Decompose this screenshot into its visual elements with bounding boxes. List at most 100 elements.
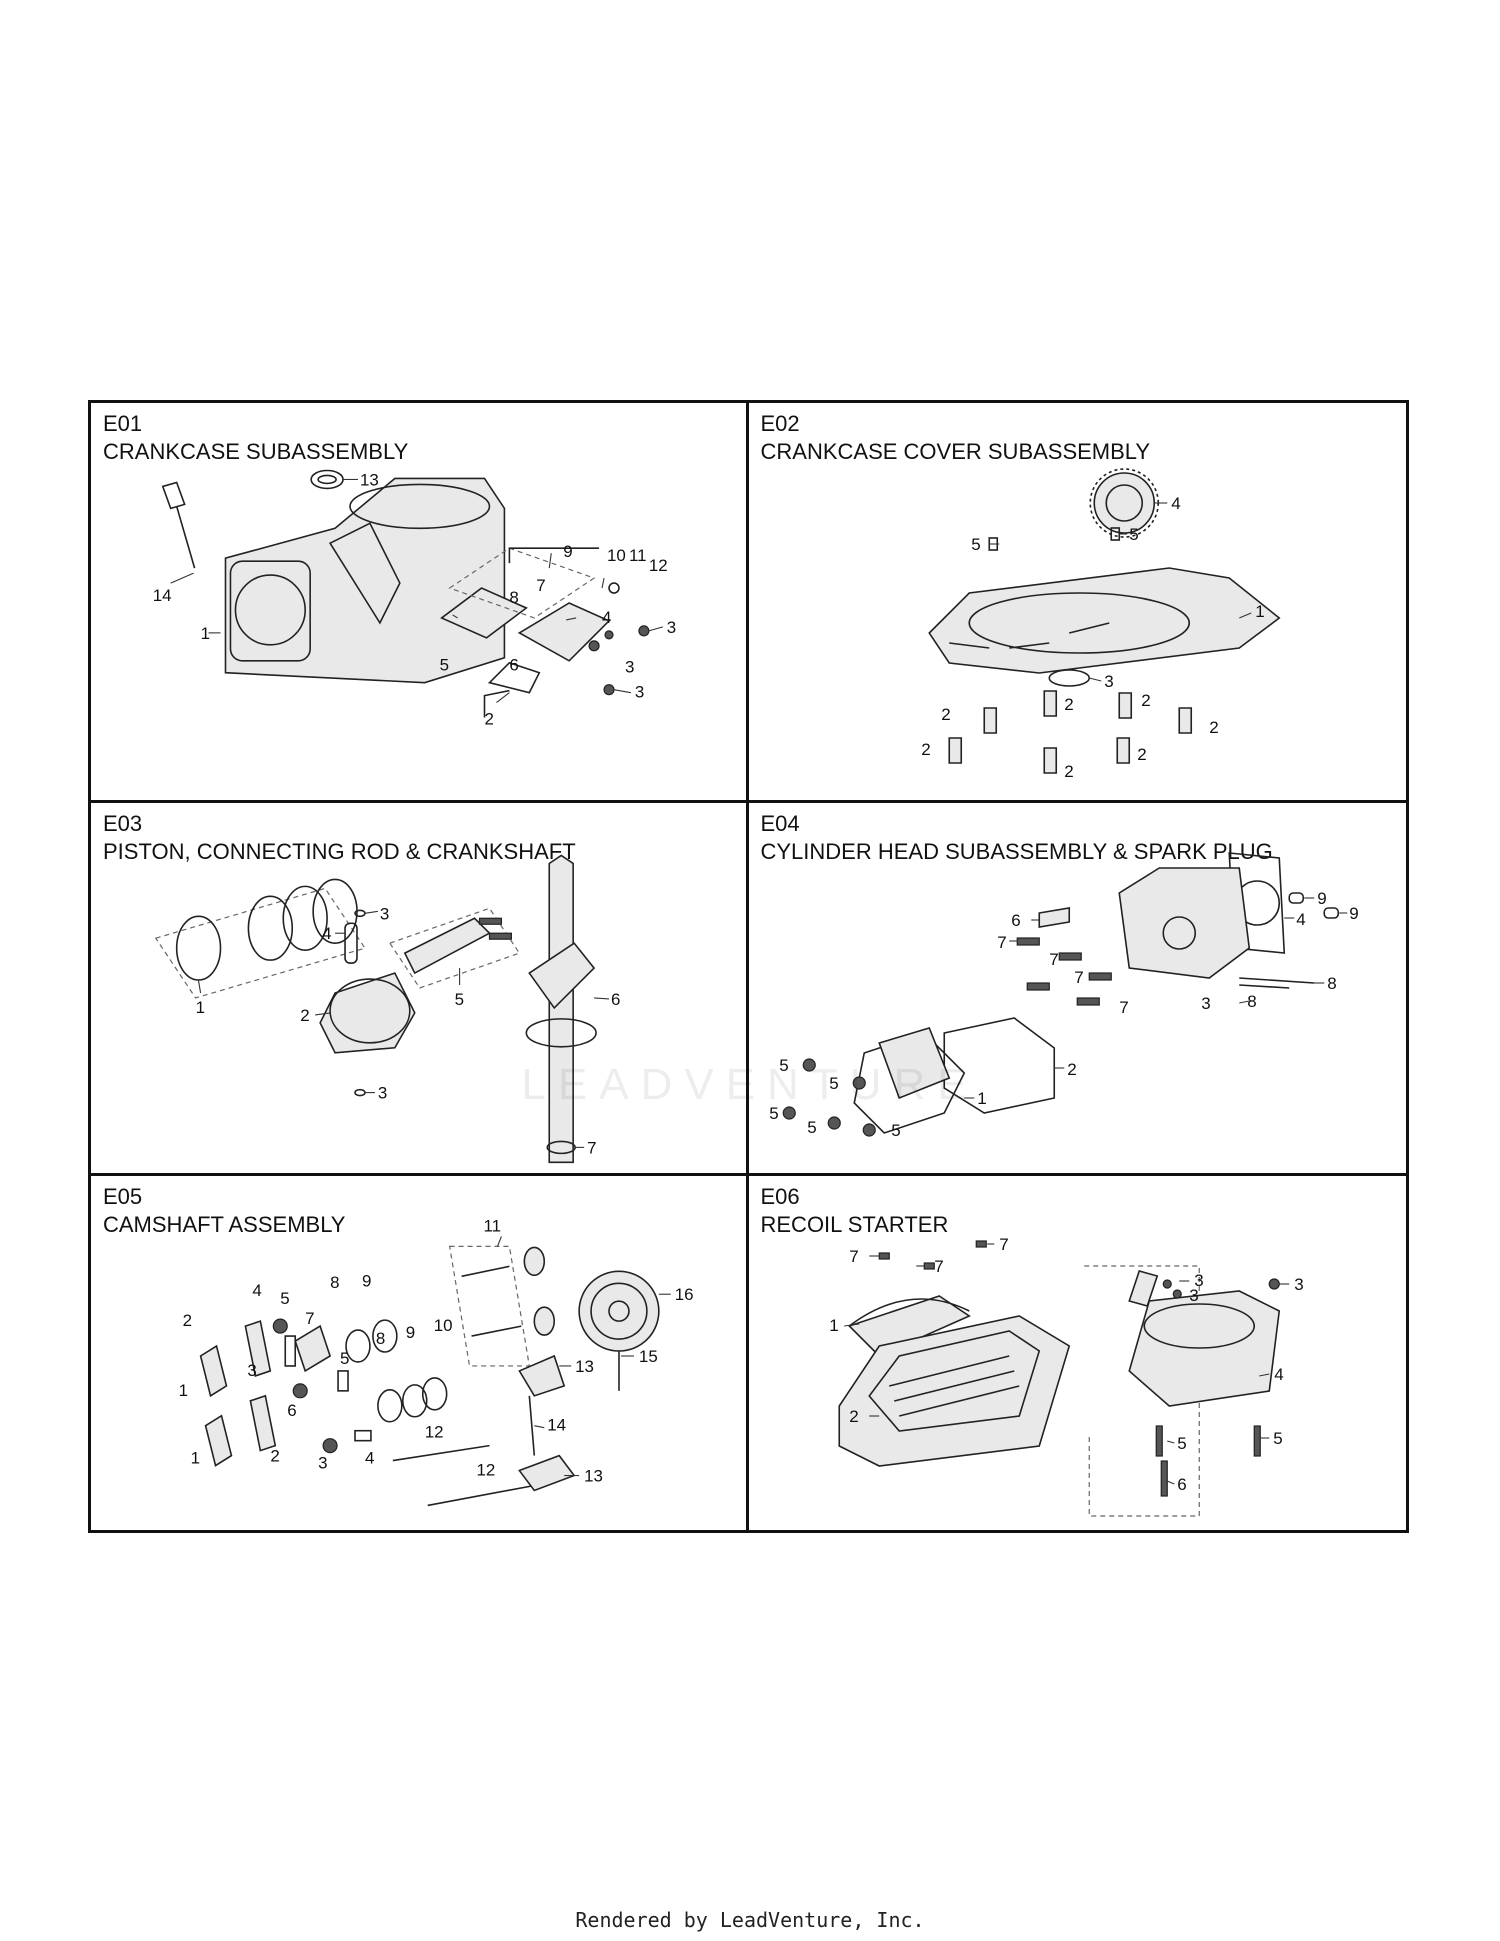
- callout: 1: [977, 1089, 986, 1108]
- callout: 2: [1137, 745, 1146, 764]
- callout: 14: [547, 1416, 566, 1435]
- callout: 9: [362, 1271, 371, 1290]
- crankcase-cover-illustration: 4 5 5 1 3 2 2 2 2 2 2 2: [921, 468, 1281, 781]
- section-title: CYLINDER HEAD SUBASSEMBLY & SPARK PLUG: [760, 839, 1273, 864]
- callout: 2: [1141, 691, 1150, 710]
- callout: 12: [649, 556, 668, 575]
- callout: 1: [829, 1316, 838, 1335]
- section-title: RECOIL STARTER: [760, 1212, 949, 1237]
- callout: 8: [1247, 992, 1256, 1011]
- callout: 4: [1171, 494, 1180, 513]
- callout: 7: [305, 1309, 314, 1328]
- callout: 3: [667, 618, 676, 637]
- watermark: LEADVENTURE: [521, 1060, 979, 1109]
- callout: 5: [829, 1074, 838, 1093]
- callout: 3: [1201, 994, 1210, 1013]
- callout: 5: [807, 1118, 816, 1137]
- callout: 3: [625, 658, 634, 677]
- section-e03: E03 PISTON, CONNECTING ROD & CRANKSHAFT: [91, 803, 749, 1176]
- piston-crankshaft-illustration: 1 3 4 2 5 6 3 7: [154, 854, 620, 1164]
- callout: 5: [779, 1056, 788, 1075]
- callout: 4: [322, 924, 331, 943]
- callout: 10: [434, 1316, 453, 1335]
- callout: 2: [484, 710, 493, 729]
- callout: 15: [639, 1347, 658, 1366]
- callout: 13: [360, 470, 379, 489]
- callout: 10: [607, 546, 626, 565]
- callout: 2: [1064, 695, 1073, 714]
- parts-diagram-grid: E01 CRANKCASE SUBASSEMBLY: [88, 400, 1409, 1533]
- recoil-starter-illustration: 7 7 7 1 3 3 3 4 2 5 5 6: [829, 1235, 1303, 1517]
- callout: 3: [635, 683, 644, 702]
- callout: 3: [1194, 1271, 1203, 1290]
- section-e02: E02 CRANKCASE COVER SUBASSEMBLY: [748, 403, 1406, 803]
- callout: 9: [406, 1323, 415, 1342]
- callout: 2: [270, 1447, 279, 1466]
- section-code: E02: [760, 411, 800, 436]
- callout: 6: [1011, 911, 1020, 930]
- callout: 7: [536, 576, 545, 595]
- callout: 1: [1255, 602, 1264, 621]
- callout: 3: [380, 904, 389, 923]
- callout: 2: [1067, 1060, 1076, 1079]
- callout: 1: [179, 1381, 188, 1400]
- callout: 2: [941, 705, 950, 724]
- callout: 2: [300, 1006, 309, 1025]
- section-e04: E04 CYLINDER HEAD SUBASSEMBLY & SPARK PL…: [748, 803, 1406, 1176]
- section-title: PISTON, CONNECTING ROD & CRANKSHAFT: [103, 839, 576, 864]
- callout: 12: [425, 1423, 444, 1442]
- section-code: E06: [760, 1184, 800, 1209]
- callout: 5: [455, 990, 464, 1009]
- cylinder-head-illustration: 9 9 6 4 7 7 8 7 7 3 8 2 1 5 5 5 5 5: [769, 852, 1358, 1140]
- section-e05: E05 CAMSHAFT ASSEMBLY: [91, 1176, 749, 1530]
- section-e06: E06 RECOIL STARTER: [749, 1176, 1407, 1530]
- callout: 2: [921, 740, 930, 759]
- callout: 16: [675, 1285, 694, 1304]
- section-code: E04: [760, 811, 800, 836]
- callout: 3: [1104, 672, 1113, 691]
- callout: 8: [509, 588, 518, 607]
- callout: 6: [509, 656, 518, 675]
- callout: 4: [1274, 1365, 1283, 1384]
- callout: 2: [1209, 718, 1218, 737]
- callout: 3: [247, 1361, 256, 1380]
- callout: 14: [153, 586, 172, 605]
- callout: 7: [1119, 998, 1128, 1017]
- callout: 1: [191, 1449, 200, 1468]
- callout: 8: [1327, 974, 1336, 993]
- section-code: E03: [103, 811, 143, 836]
- callout: 3: [1189, 1286, 1198, 1305]
- callout: 5: [1273, 1429, 1282, 1448]
- callout: 6: [287, 1401, 296, 1420]
- callout: 7: [999, 1235, 1008, 1254]
- callout: 7: [934, 1257, 943, 1276]
- callout: 2: [1064, 762, 1073, 781]
- callout: 8: [376, 1329, 385, 1348]
- callout: 2: [183, 1311, 192, 1330]
- callout: 5: [1177, 1434, 1186, 1453]
- callout: 5: [769, 1104, 778, 1123]
- callout: 3: [378, 1084, 387, 1103]
- callout: 4: [1296, 910, 1305, 929]
- callout: 7: [1074, 968, 1083, 987]
- callout: 7: [849, 1247, 858, 1266]
- callout: 4: [365, 1449, 374, 1468]
- callout: 11: [629, 546, 647, 565]
- callout: 5: [1129, 525, 1138, 544]
- callout: 9: [1349, 904, 1358, 923]
- callout: 6: [1177, 1475, 1186, 1494]
- callout: 5: [340, 1349, 349, 1368]
- callout: 3: [318, 1454, 327, 1473]
- callout: 5: [891, 1121, 900, 1140]
- section-title: CAMSHAFT ASSEMBLY: [103, 1212, 346, 1237]
- section-code: E01: [103, 411, 143, 436]
- footer-credit: Rendered by LeadVenture, Inc.: [575, 1908, 925, 1932]
- section-title: CRANKCASE SUBASSEMBLY: [103, 439, 409, 464]
- callout: 11: [484, 1216, 502, 1235]
- callout: 6: [611, 990, 620, 1009]
- callout: 1: [196, 998, 205, 1017]
- camshaft-illustration: 11 16 4 5 8 9 2 7 15 8 9 10 13 1 3 5 6 1…: [179, 1216, 694, 1507]
- callout: 7: [997, 933, 1006, 952]
- section-e01: E01 CRANKCASE SUBASSEMBLY: [91, 403, 749, 803]
- callout: 12: [477, 1461, 496, 1480]
